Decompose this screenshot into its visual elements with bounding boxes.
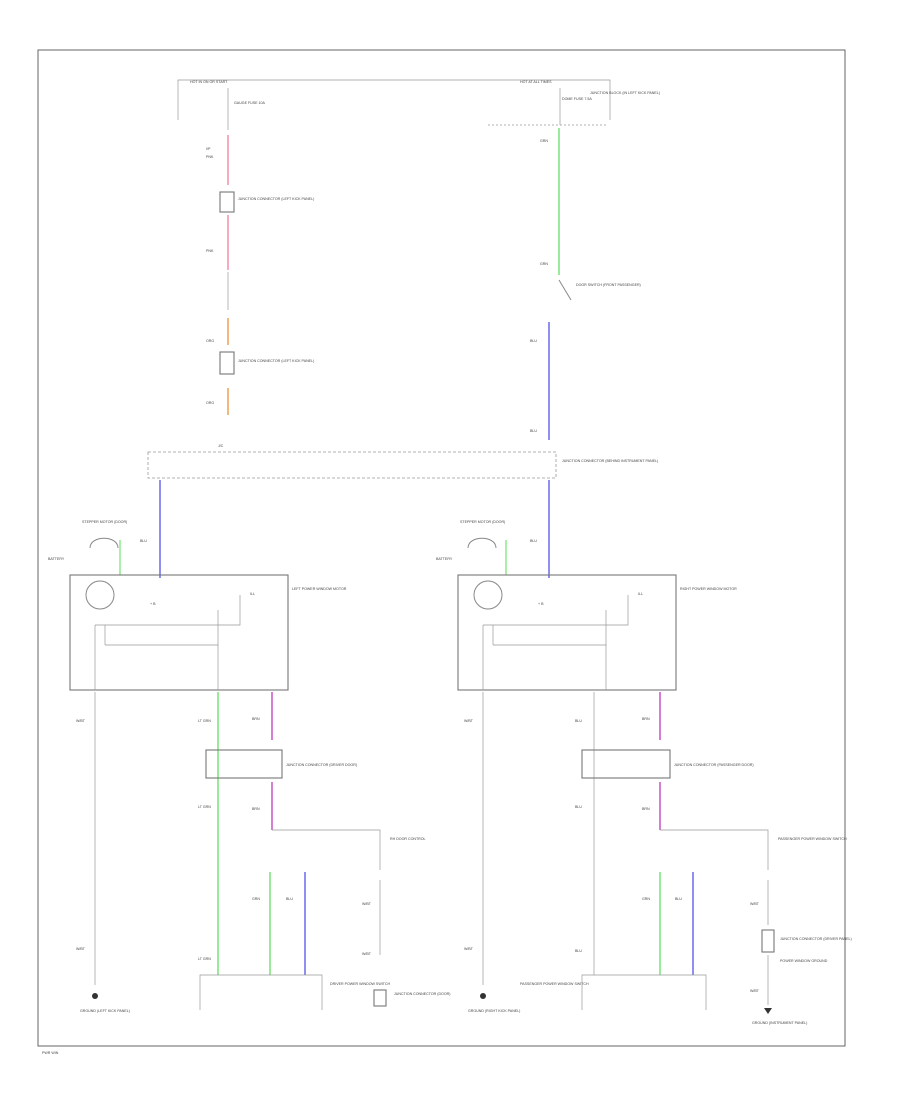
rh-control-label: RH DOOR CONTROL bbox=[390, 837, 426, 841]
stepper-left-label: STEPPER MOTOR (DOOR) bbox=[82, 520, 127, 524]
fuse-left-label: GAUGE FUSE 10A bbox=[234, 101, 266, 105]
right-controller-box bbox=[457, 574, 677, 691]
svg-text:BRN: BRN bbox=[642, 807, 650, 811]
svg-text:LT GRN: LT GRN bbox=[198, 719, 211, 723]
junction-connector-3 bbox=[205, 749, 283, 779]
svg-text:BRN: BRN bbox=[252, 807, 260, 811]
svg-text:BLU: BLU bbox=[675, 897, 682, 901]
svg-text:W/BT: W/BT bbox=[76, 719, 86, 723]
junction-connector-1 bbox=[219, 191, 235, 213]
door-switch-label: DOOR SWITCH (FRONT PASSENGER) bbox=[576, 283, 641, 287]
svg-text:W/BT: W/BT bbox=[464, 719, 474, 723]
svg-text:W/BT: W/BT bbox=[464, 947, 474, 951]
svg-text:W/BT: W/BT bbox=[362, 952, 372, 956]
fuse-right-label: DOME FUSE 7.5A bbox=[562, 97, 592, 101]
right-sw-top-label: PASSENGER POWER WINDOW SWITCH bbox=[778, 837, 847, 841]
svg-text:BLU: BLU bbox=[575, 949, 582, 953]
jconn-3-label: JUNCTION CONNECTOR (DRIVER DOOR) bbox=[286, 763, 357, 767]
svg-text:BRN: BRN bbox=[642, 717, 650, 721]
top-right-bus-label: HOT AT ALL TIMES bbox=[520, 80, 552, 84]
svg-text:GRN: GRN bbox=[540, 262, 548, 266]
stepper-right-label: STEPPER MOTOR (DOOR) bbox=[460, 520, 505, 524]
svg-text:ILL: ILL bbox=[250, 592, 255, 596]
svg-text:BLU: BLU bbox=[575, 719, 582, 723]
sw-right-label: PASSENGER POWER WINDOW SWITCH bbox=[520, 982, 589, 986]
ground-left bbox=[92, 993, 98, 999]
splice-box-label: JUNCTION CONNECTOR (BEHIND INSTRUMENT PA… bbox=[562, 459, 658, 463]
jconn-5-label: JUNCTION CONNECTOR (DOOR) bbox=[394, 992, 450, 996]
svg-text:PNK: PNK bbox=[206, 155, 214, 159]
ctrl-right-label: RIGHT POWER WINDOW MOTOR bbox=[680, 587, 737, 591]
svg-text:BLU: BLU bbox=[530, 539, 537, 543]
svg-text:BLU: BLU bbox=[140, 539, 147, 543]
diagram-frame bbox=[37, 49, 846, 1047]
ground-triangle bbox=[764, 1008, 772, 1014]
junction-connector-5 bbox=[373, 989, 387, 1007]
svg-text:ORG: ORG bbox=[206, 339, 214, 343]
splice-box bbox=[147, 451, 557, 479]
ground-note-label: POWER WINDOW GROUND bbox=[780, 959, 828, 963]
left-controller-box bbox=[69, 574, 289, 691]
svg-text:BLU: BLU bbox=[575, 805, 582, 809]
svg-text:GRN: GRN bbox=[642, 897, 650, 901]
svg-text:BLU: BLU bbox=[286, 897, 293, 901]
svg-text:+ B: + B bbox=[538, 602, 544, 606]
ground-1-label: GROUND (LEFT KICK PANEL) bbox=[80, 1009, 130, 1013]
junction-connector-6 bbox=[761, 929, 775, 953]
ground-2-label: GROUND (RIGHT KICK PANEL) bbox=[468, 1009, 520, 1013]
svg-text:W/BT: W/BT bbox=[362, 902, 372, 906]
jconn-2-label: JUNCTION CONNECTOR (LEFT KICK PANEL) bbox=[238, 359, 314, 363]
svg-text:LT GRN: LT GRN bbox=[198, 805, 211, 809]
svg-text:I/P: I/P bbox=[206, 147, 211, 151]
battery-left-label: BATTERY bbox=[48, 557, 65, 561]
svg-text:ILL: ILL bbox=[638, 592, 643, 596]
svg-text:BLU: BLU bbox=[530, 339, 537, 343]
footer-code: PWR WIN bbox=[42, 1051, 59, 1055]
ctrl-left-label: LEFT POWER WINDOW MOTOR bbox=[292, 587, 347, 591]
svg-text:LT GRN: LT GRN bbox=[198, 957, 211, 961]
svg-text:+ B: + B bbox=[150, 602, 156, 606]
ground-3-label: GROUND (INSTRUMENT PANEL) bbox=[752, 1021, 807, 1025]
jconn-4-label: JUNCTION CONNECTOR (PASSENGER DOOR) bbox=[674, 763, 754, 767]
svg-text:ORG: ORG bbox=[206, 401, 214, 405]
junction-connector-4 bbox=[581, 749, 671, 779]
battery-right-label: BATTERY bbox=[436, 557, 453, 561]
junction-connector-2 bbox=[219, 351, 235, 375]
fuse-right-note: JUNCTION BLOCK (IN LEFT KICK PANEL) bbox=[590, 91, 660, 95]
svg-text:GRN: GRN bbox=[252, 897, 260, 901]
svg-text:GRN: GRN bbox=[540, 139, 548, 143]
sw-left-label: DRIVER POWER WINDOW SWITCH bbox=[330, 982, 390, 986]
top-left-bus-label: HOT IN ON OR START bbox=[190, 80, 228, 84]
jconn-1-label: JUNCTION CONNECTOR (LEFT KICK PANEL) bbox=[238, 197, 314, 201]
ground-right bbox=[480, 993, 486, 999]
svg-text:BLU: BLU bbox=[530, 429, 537, 433]
svg-text:W/BT: W/BT bbox=[76, 947, 86, 951]
svg-text:J/C: J/C bbox=[218, 444, 224, 448]
svg-text:W/BT: W/BT bbox=[750, 989, 760, 993]
svg-text:BRN: BRN bbox=[252, 717, 260, 721]
svg-text:W/BT: W/BT bbox=[750, 902, 760, 906]
jconn-6-label: JUNCTION CONNECTOR (DRIVER PANEL) bbox=[780, 937, 852, 941]
svg-text:PNK: PNK bbox=[206, 249, 214, 253]
